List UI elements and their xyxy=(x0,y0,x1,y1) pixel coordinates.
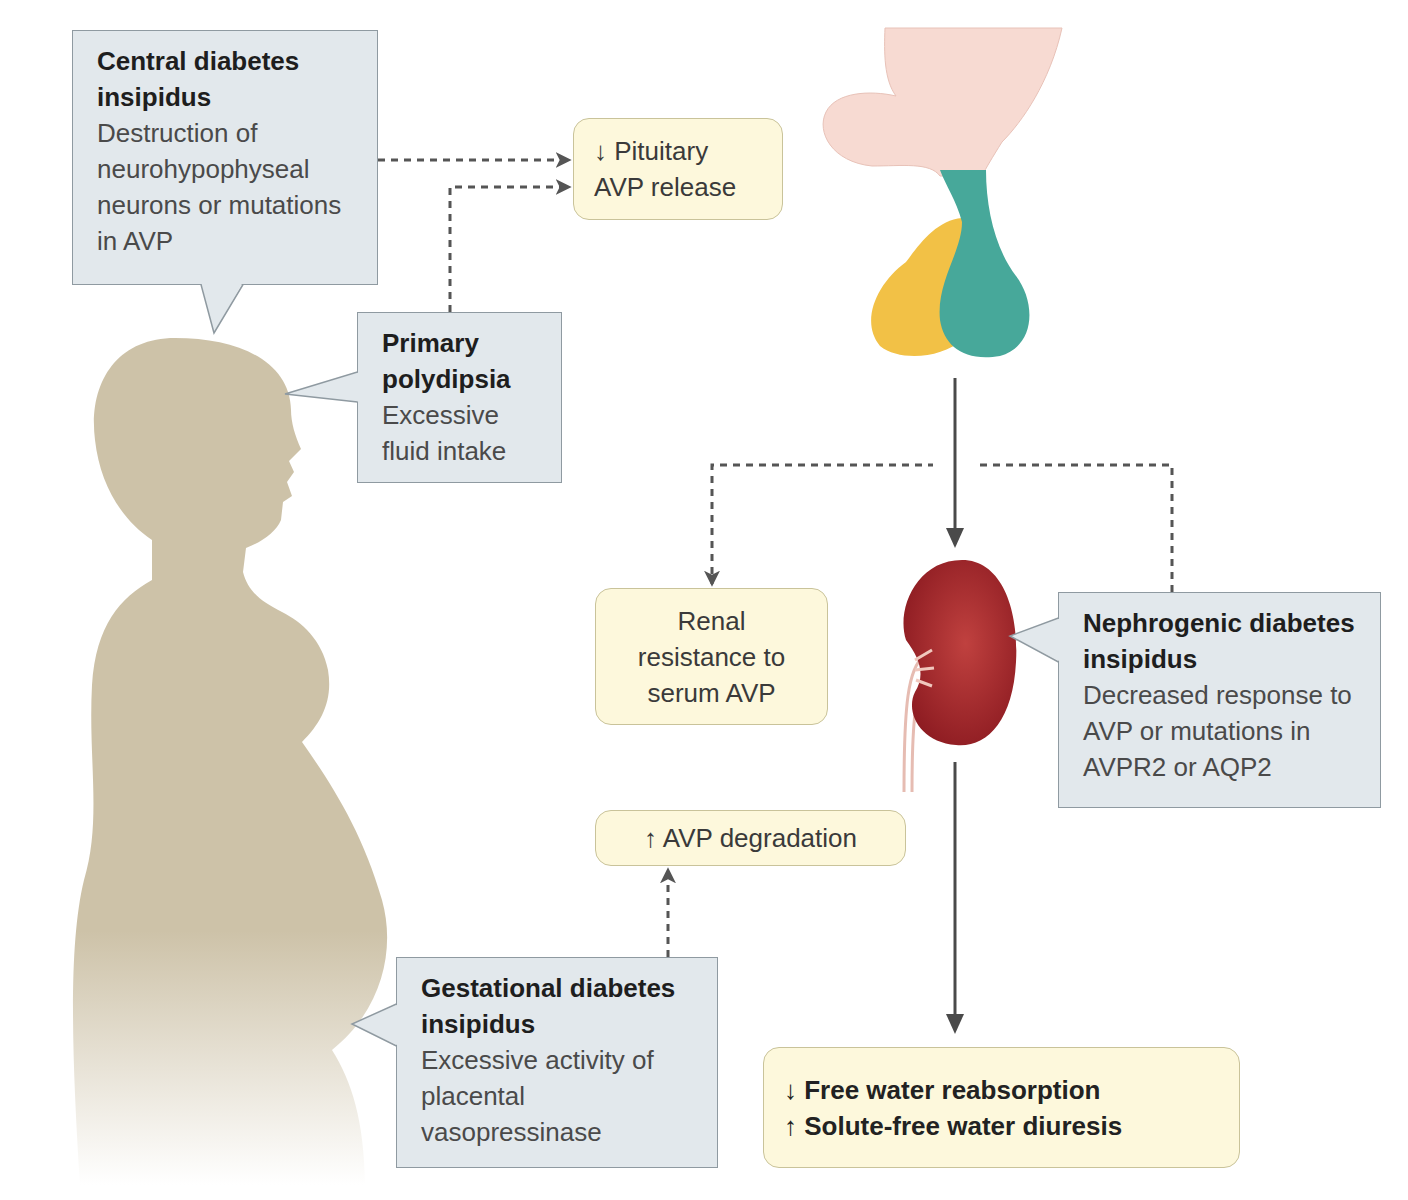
callout-heading: Central diabetes insipidus xyxy=(97,43,357,115)
box-text: Renal resistance to serum AVP xyxy=(616,603,807,711)
renal-hilum-vessels xyxy=(915,650,934,686)
pregnant-woman-silhouette xyxy=(73,338,387,1185)
dashed-connector xyxy=(378,159,569,162)
effect-box: Renal resistance to serum AVP xyxy=(595,588,828,725)
callout-box: Gestational diabetes insipidusExcessive … xyxy=(396,957,718,1168)
callout-tail-outline xyxy=(201,285,243,334)
posterior-pituitary-lobe xyxy=(940,170,1030,357)
callout-tail xyxy=(201,282,243,333)
dashed-connector xyxy=(712,465,1172,592)
pathway-arrow-head xyxy=(946,528,964,548)
callout-heading: Gestational diabetes insipidus xyxy=(421,970,697,1042)
ureter-line xyxy=(904,656,924,792)
pathway-arrow-head xyxy=(946,1014,964,1034)
callout-tail-outline xyxy=(1010,618,1059,662)
callout-box: Primary polydipsiaExcessive fluid intake xyxy=(357,312,562,483)
pathway-arrow-line xyxy=(954,378,957,532)
callout-heading: Primary polydipsia xyxy=(382,325,541,397)
box-text: ↑ Solute-free water diuresis xyxy=(784,1108,1219,1144)
box-text: Excessive activity of placental vasopres… xyxy=(421,1042,697,1150)
box-text: Decreased response to AVP or mutations i… xyxy=(1083,677,1360,785)
dashed-connector xyxy=(450,187,569,312)
dashed-connector xyxy=(667,870,670,957)
pathway-arrow-line xyxy=(954,762,957,1018)
box-text: ↓ Free water reabsorption xyxy=(784,1072,1219,1108)
gap-mask xyxy=(933,440,977,492)
effect-box: ↓ Free water reabsorption↑ Solute-free w… xyxy=(763,1047,1240,1168)
callout-tail xyxy=(1010,618,1061,662)
callout-tail-outline xyxy=(285,372,358,402)
effect-box: ↑ AVP degradation xyxy=(595,810,906,866)
box-text: ↓ Pituitary AVP release xyxy=(594,133,762,205)
box-text: ↑ AVP degradation xyxy=(616,820,885,856)
callout-box: Nephrogenic diabetes insipidusDecreased … xyxy=(1058,592,1381,808)
box-text: Destruction of neurohypophyseal neurons … xyxy=(97,115,357,259)
kidney-shape xyxy=(903,560,1016,745)
ureter-line xyxy=(912,668,930,792)
effect-box: ↓ Pituitary AVP release xyxy=(573,118,783,220)
hypothalamus-shape xyxy=(823,28,1062,176)
anterior-pituitary-lobe xyxy=(871,218,973,356)
box-text: Excessive fluid intake xyxy=(382,397,541,469)
callout-tail-outline xyxy=(352,1004,397,1046)
callout-heading: Nephrogenic diabetes insipidus xyxy=(1083,605,1360,677)
callout-tail xyxy=(285,372,360,402)
callout-box: Central diabetes insipidusDestruction of… xyxy=(72,30,378,285)
callout-tail xyxy=(352,1004,399,1046)
